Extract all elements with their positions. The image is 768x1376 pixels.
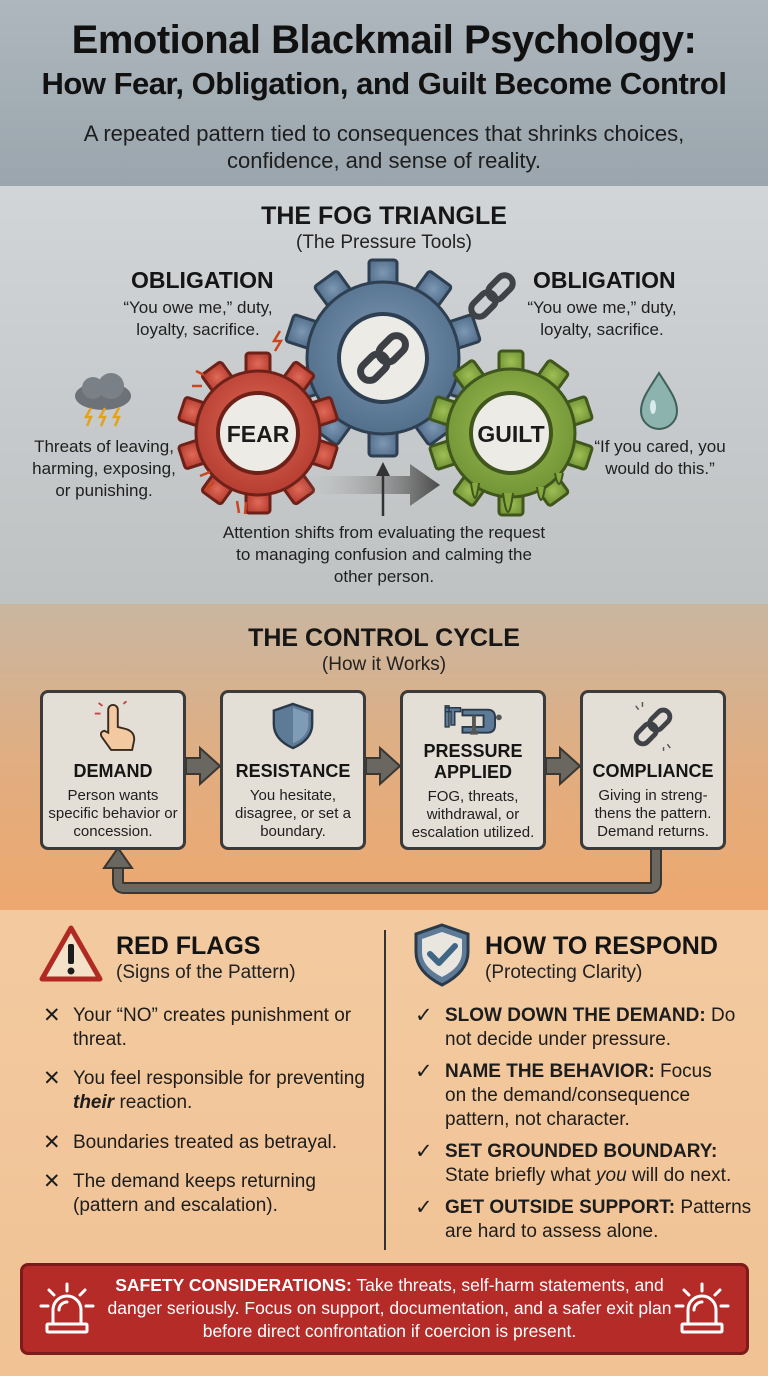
obligation-left-label: OBLIGATION [131, 267, 274, 293]
safety-banner: SAFETY CONSIDERATIONS: Take threats, sel… [20, 1263, 749, 1355]
warning-triangle-icon [39, 925, 103, 982]
red-flags-title: RED FLAGS [116, 932, 261, 960]
shield-icon [272, 702, 314, 750]
cycle-arrow-2 [365, 745, 402, 787]
red-flag-item: ✕Boundaries treated as betrayal. [43, 1131, 338, 1154]
guilt-gear [428, 349, 594, 517]
cycle-step-text: FOG, threats, withdrawal, or escalation … [411, 788, 535, 841]
storm-cloud-icon [75, 373, 131, 427]
respond-title: HOW TO RESPOND [485, 932, 718, 960]
fear-desc: Threats of leaving, harming, exposing, o… [32, 437, 176, 500]
cycle-step-title: DEMAND [73, 761, 153, 781]
return-loop-arrow [112, 850, 662, 894]
check-mark-icon: ✓ [415, 1196, 433, 1219]
check-mark-icon: ✓ [415, 1140, 433, 1163]
respond-item: ✓SET GROUNDED BOUNDARY: State briefly wh… [415, 1140, 732, 1186]
cycle-subtitle: (How it Works) [321, 654, 447, 675]
cycle-step-title: PRESSURE APPLIED [423, 741, 523, 782]
red-flag-item: ✕Your “NO” creates punishment or threat. [43, 1004, 352, 1050]
cycle-step-title: COMPLIANCE [592, 761, 714, 781]
obligation-left-desc: “You owe me,” duty, loyalty, sacrifice. [123, 298, 273, 339]
cycle-arrow-3 [545, 745, 582, 787]
chain-link-icon [633, 702, 673, 751]
cycle-step-demand: DEMAND Person wants specific behavior or… [40, 690, 186, 850]
alarm-light-icon [39, 1282, 95, 1334]
cycle-title: THE CONTROL CYCLE [248, 624, 520, 652]
page-subtitle: A repeated pattern tied to consequences … [83, 121, 685, 173]
fog-subtitle: (The Pressure Tools) [296, 232, 472, 253]
fear-gear [177, 351, 339, 515]
cycle-step-compliance: COMPLIANCE Giving in streng- thens the p… [580, 690, 726, 850]
guidance-section: RED FLAGS (Signs of the Pattern) ✕Your “… [0, 910, 768, 1376]
x-mark-icon: ✕ [43, 1131, 61, 1154]
respond-item: ✓NAME THE BEHAVIOR: Focus on the demand/… [415, 1060, 712, 1130]
fog-triangle-section: THE FOG TRIANGLE (The Pressure Tools) OB… [0, 186, 768, 604]
red-flags-subtitle: (Signs of the Pattern) [116, 962, 296, 983]
header: Emotional Blackmail Psychology: How Fear… [0, 0, 768, 186]
fog-gears-illustration [75, 258, 679, 517]
red-flag-item: ✕You feel responsible for preventing the… [43, 1067, 365, 1113]
cycle-step-text: Person wants specific behavior or conces… [48, 787, 178, 840]
guilt-gear-label: GUILT [477, 421, 545, 447]
check-mark-icon: ✓ [415, 1060, 433, 1083]
page-title: Emotional Blackmail Psychology: [71, 18, 697, 62]
x-mark-icon: ✕ [43, 1067, 61, 1090]
cycle-step-pressure: PRESSURE APPLIED FOG, threats, withdrawa… [400, 690, 546, 850]
cycle-step-text: Giving in streng- thens the pattern. Dem… [594, 787, 712, 840]
page-title-line2: How Fear, Obligation, and Guilt Become C… [41, 66, 727, 101]
control-cycle-section: THE CONTROL CYCLE (How it Works) DEMAND … [0, 604, 768, 910]
check-mark-icon: ✓ [415, 1004, 433, 1027]
obligation-right-label: OBLIGATION [533, 267, 676, 293]
respond-subtitle: (Protecting Clarity) [485, 962, 643, 983]
respond-item: ✓SLOW DOWN THE DEMAND: Do not decide und… [415, 1004, 736, 1050]
tear-drop-icon [639, 371, 679, 430]
cycle-arrow-1 [185, 745, 222, 787]
cycle-step-resistance: RESISTANCE You hesitate, disagree, or se… [220, 690, 366, 850]
respond-item: ✓GET OUTSIDE SUPPORT: Patterns are hard … [415, 1196, 752, 1242]
cycle-step-title: RESISTANCE [235, 761, 351, 781]
obligation-right-desc: “You owe me,” duty, loyalty, sacrifice. [527, 298, 677, 339]
fear-gear-label: FEAR [226, 421, 290, 447]
pointing-hand-icon [94, 701, 136, 751]
clamp-icon [444, 705, 502, 735]
x-mark-icon: ✕ [43, 1170, 61, 1193]
chain-link-icon [468, 272, 516, 320]
red-flag-item: ✕The demand keeps returning (pattern and… [43, 1170, 316, 1216]
shield-check-icon [414, 923, 470, 987]
fog-title: THE FOG TRIANGLE [261, 202, 507, 230]
attention-note: Attention shifts from evaluating the req… [222, 523, 546, 586]
safety-text: SAFETY CONSIDERATIONS: Take threats, sel… [107, 1275, 672, 1341]
cycle-arrows [102, 745, 662, 894]
spark-icon [192, 330, 284, 515]
shift-arrow [300, 464, 440, 506]
x-mark-icon: ✕ [43, 1004, 61, 1027]
guilt-desc: “If you cared, you would do this.” [594, 437, 726, 478]
cycle-step-text: You hesitate, disagree, or set a boundar… [235, 787, 351, 840]
column-divider [384, 930, 386, 1250]
alarm-light-icon [674, 1282, 730, 1334]
